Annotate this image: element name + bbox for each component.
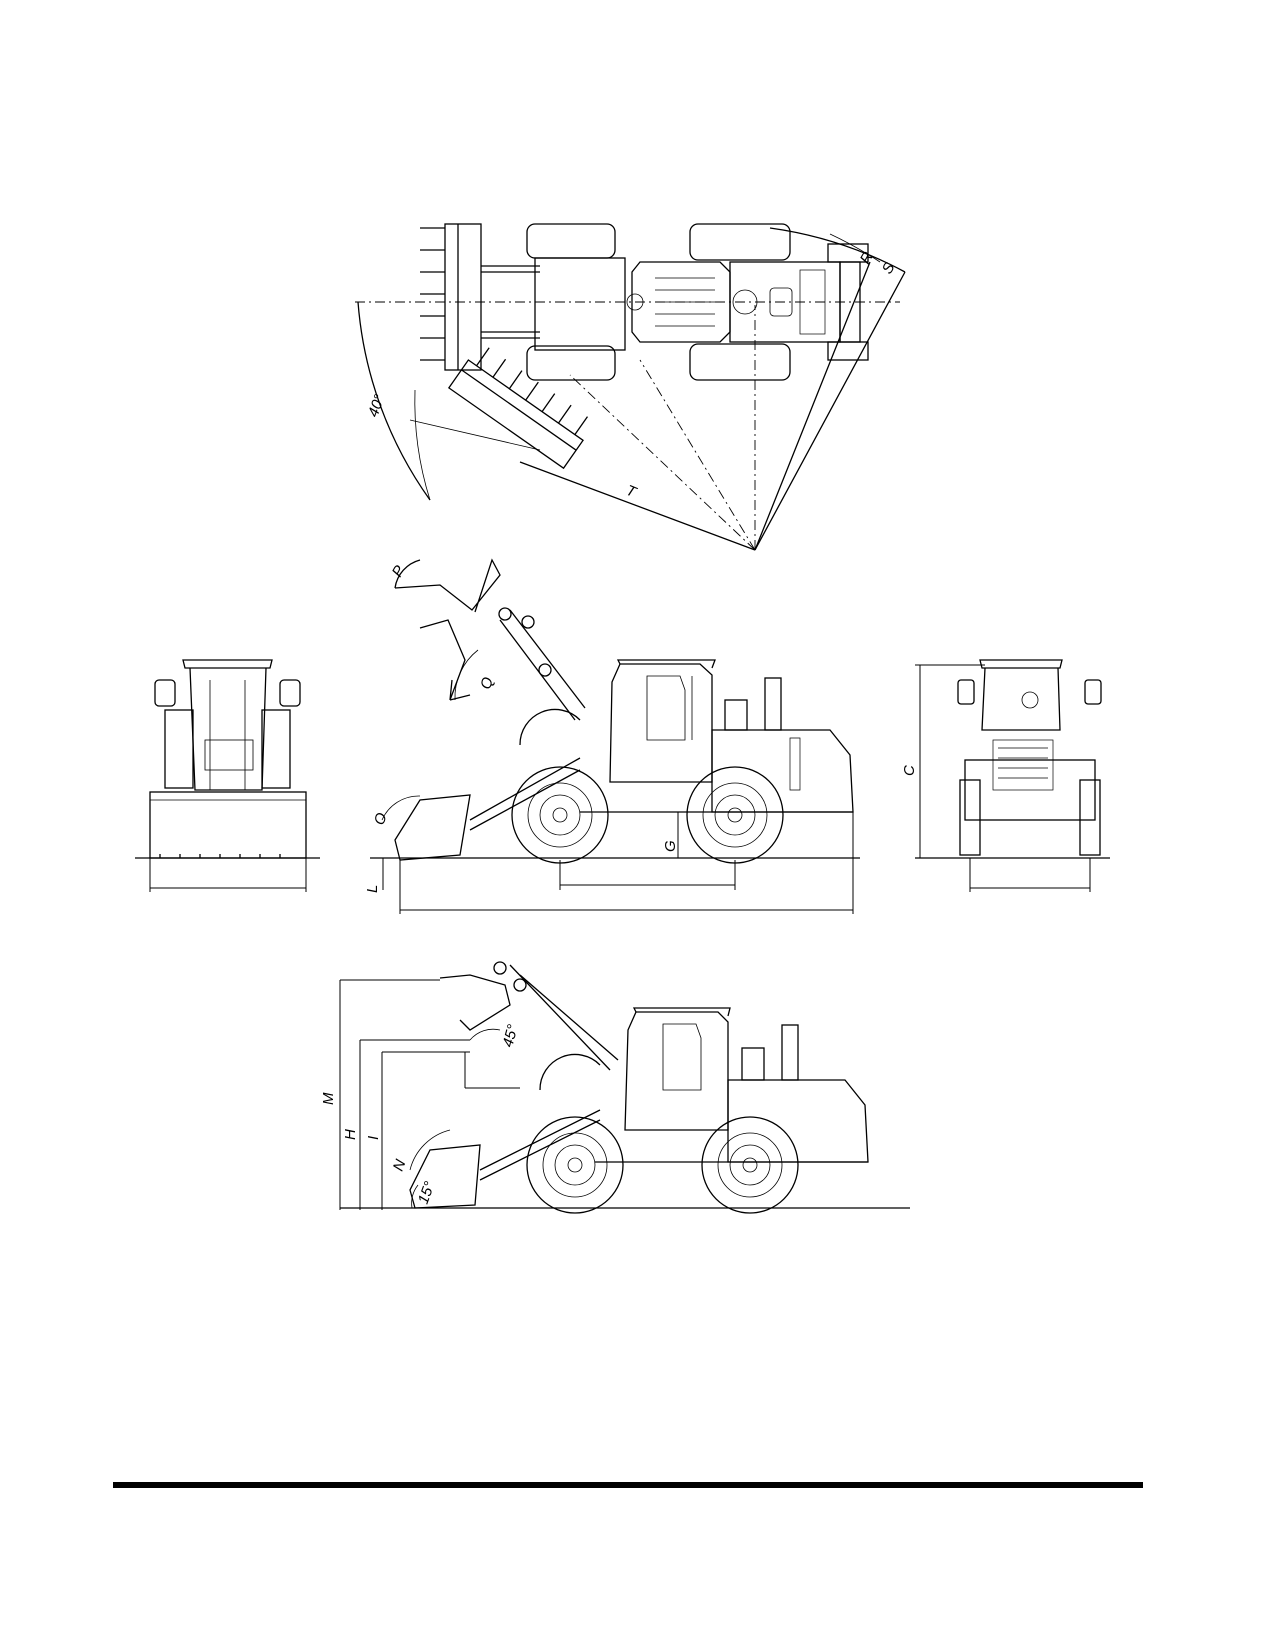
label-M: M: [320, 1092, 337, 1105]
front-view: [135, 659, 320, 892]
label-angle-15: 15°: [415, 1179, 439, 1206]
bucket-teeth-top: [420, 227, 445, 361]
label-G: G: [662, 840, 679, 852]
label-P: P: [389, 563, 409, 580]
rear-wheel: [686, 766, 784, 864]
label-N: N: [390, 1157, 410, 1173]
steered-bucket: [447, 347, 589, 470]
rear-view: [915, 659, 1110, 892]
label-C: C: [901, 765, 918, 776]
label-T: T: [624, 482, 641, 502]
label-O: O: [371, 810, 391, 827]
label-H: H: [342, 1129, 359, 1140]
lift-rear-wheel: [701, 1116, 799, 1214]
label-S: S: [879, 260, 899, 277]
front-bucket-teeth: [159, 854, 281, 858]
lift-front-wheel: [526, 1116, 624, 1214]
cab-roof-ribs: [655, 277, 715, 327]
label-angle-45: 45°: [499, 1023, 521, 1049]
label-I: I: [365, 1136, 382, 1140]
side-view: [370, 558, 860, 914]
footer-rule: [113, 1482, 1143, 1488]
label-L: L: [364, 885, 381, 893]
top-view: [355, 223, 906, 551]
lift-view: [339, 961, 910, 1214]
label-angle-40: 40°: [365, 392, 389, 419]
label-Q: Q: [477, 675, 497, 691]
